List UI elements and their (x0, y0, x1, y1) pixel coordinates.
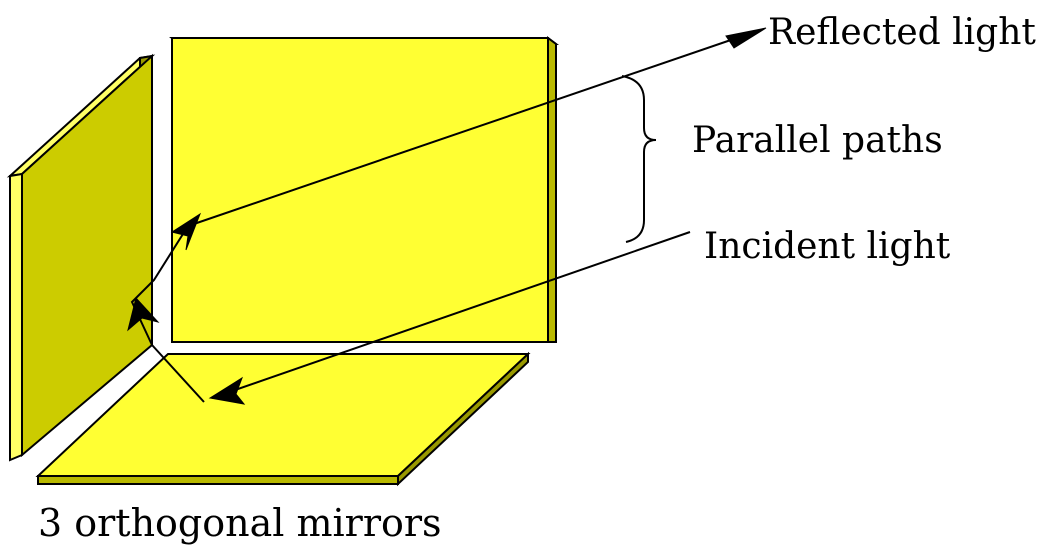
light-path (130, 29, 761, 403)
arrowhead-icon (725, 27, 767, 49)
diagram-caption: 3 orthogonal mirrors (38, 501, 442, 545)
internal-bounce-path (130, 225, 205, 403)
arrowhead-icon (170, 212, 202, 251)
arrowheads (127, 27, 767, 405)
back-mirror (169, 36, 559, 343)
floor-mirror-front-edge (37, 475, 399, 485)
reflected-ray (187, 29, 761, 227)
arrowhead-icon (208, 376, 246, 405)
incident-ray (211, 231, 691, 399)
parallel-paths-label: Parallel paths (692, 120, 943, 161)
back-mirror-face (171, 37, 549, 343)
back-mirror-side-edge (547, 36, 557, 343)
floor-mirror (35, 351, 531, 487)
floor-mirror-side-edge (397, 351, 529, 487)
reflected-light-label: Reflected light (768, 12, 1036, 53)
arrowhead-icon (127, 296, 160, 332)
incident-light-label: Incident light (704, 226, 951, 267)
curly-brace-icon (621, 75, 657, 243)
left-mirror-face (9, 172, 23, 462)
left-mirror (6, 53, 156, 462)
